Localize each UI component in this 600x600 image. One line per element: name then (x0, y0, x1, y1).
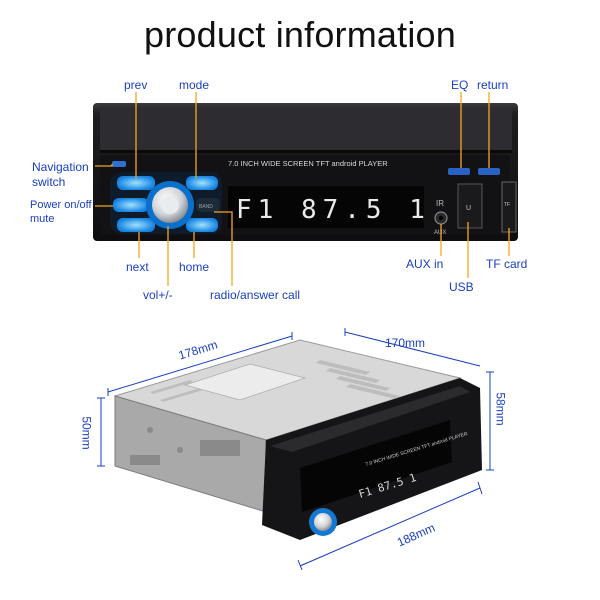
callout-next: next (126, 260, 149, 274)
mode-button[interactable] (186, 176, 218, 190)
dimension-height-right: 58mm (493, 392, 508, 426)
dimension-height-left: 50mm (79, 416, 94, 450)
callout-power-line1: Power on/off (30, 199, 92, 211)
aux-label: AUX (434, 230, 446, 236)
model-label: 7.0 INCH WIDE SCREEN TFT android PLAYER (228, 159, 388, 168)
callout-aux-in: AUX in (406, 257, 444, 271)
dimension-width-top: 170mm (385, 336, 426, 350)
tf-label: TF (504, 202, 510, 208)
callout-vol: vol+/- (143, 288, 173, 302)
callout-usb: USB (449, 280, 474, 294)
vent-slots (150, 360, 400, 402)
navigation-switch-button[interactable] (112, 161, 126, 167)
callout-return: return (477, 78, 509, 92)
callout-mode: mode (179, 78, 210, 92)
callout-eq: EQ (451, 78, 469, 92)
eq-button[interactable] (448, 168, 470, 175)
band-label: BAND (199, 204, 213, 210)
callout-tf-card: TF card (486, 257, 528, 271)
unit-volume-knob (314, 513, 332, 531)
return-button[interactable] (478, 168, 500, 175)
home-button[interactable] (186, 218, 218, 232)
callout-navigation-line1: Navigation (32, 160, 89, 174)
callout-prev: prev (124, 78, 148, 92)
prev-button[interactable] (117, 176, 155, 190)
ir-label: IR (436, 199, 444, 208)
callout-radio: radio/answer call (210, 288, 301, 302)
display-screen (228, 186, 424, 228)
callout-power-line2: mute (30, 213, 55, 225)
power-button[interactable] (113, 198, 149, 212)
usb-port[interactable] (457, 183, 483, 229)
next-button[interactable] (117, 218, 155, 232)
callout-home: home (179, 260, 210, 274)
display-text: F1 87.5 1 (236, 195, 431, 225)
svg-text:U: U (466, 205, 471, 212)
spec-label (183, 363, 307, 401)
callout-navigation-line2: switch (32, 175, 66, 189)
band-button[interactable] (196, 198, 220, 212)
page-title: product information (144, 14, 456, 55)
